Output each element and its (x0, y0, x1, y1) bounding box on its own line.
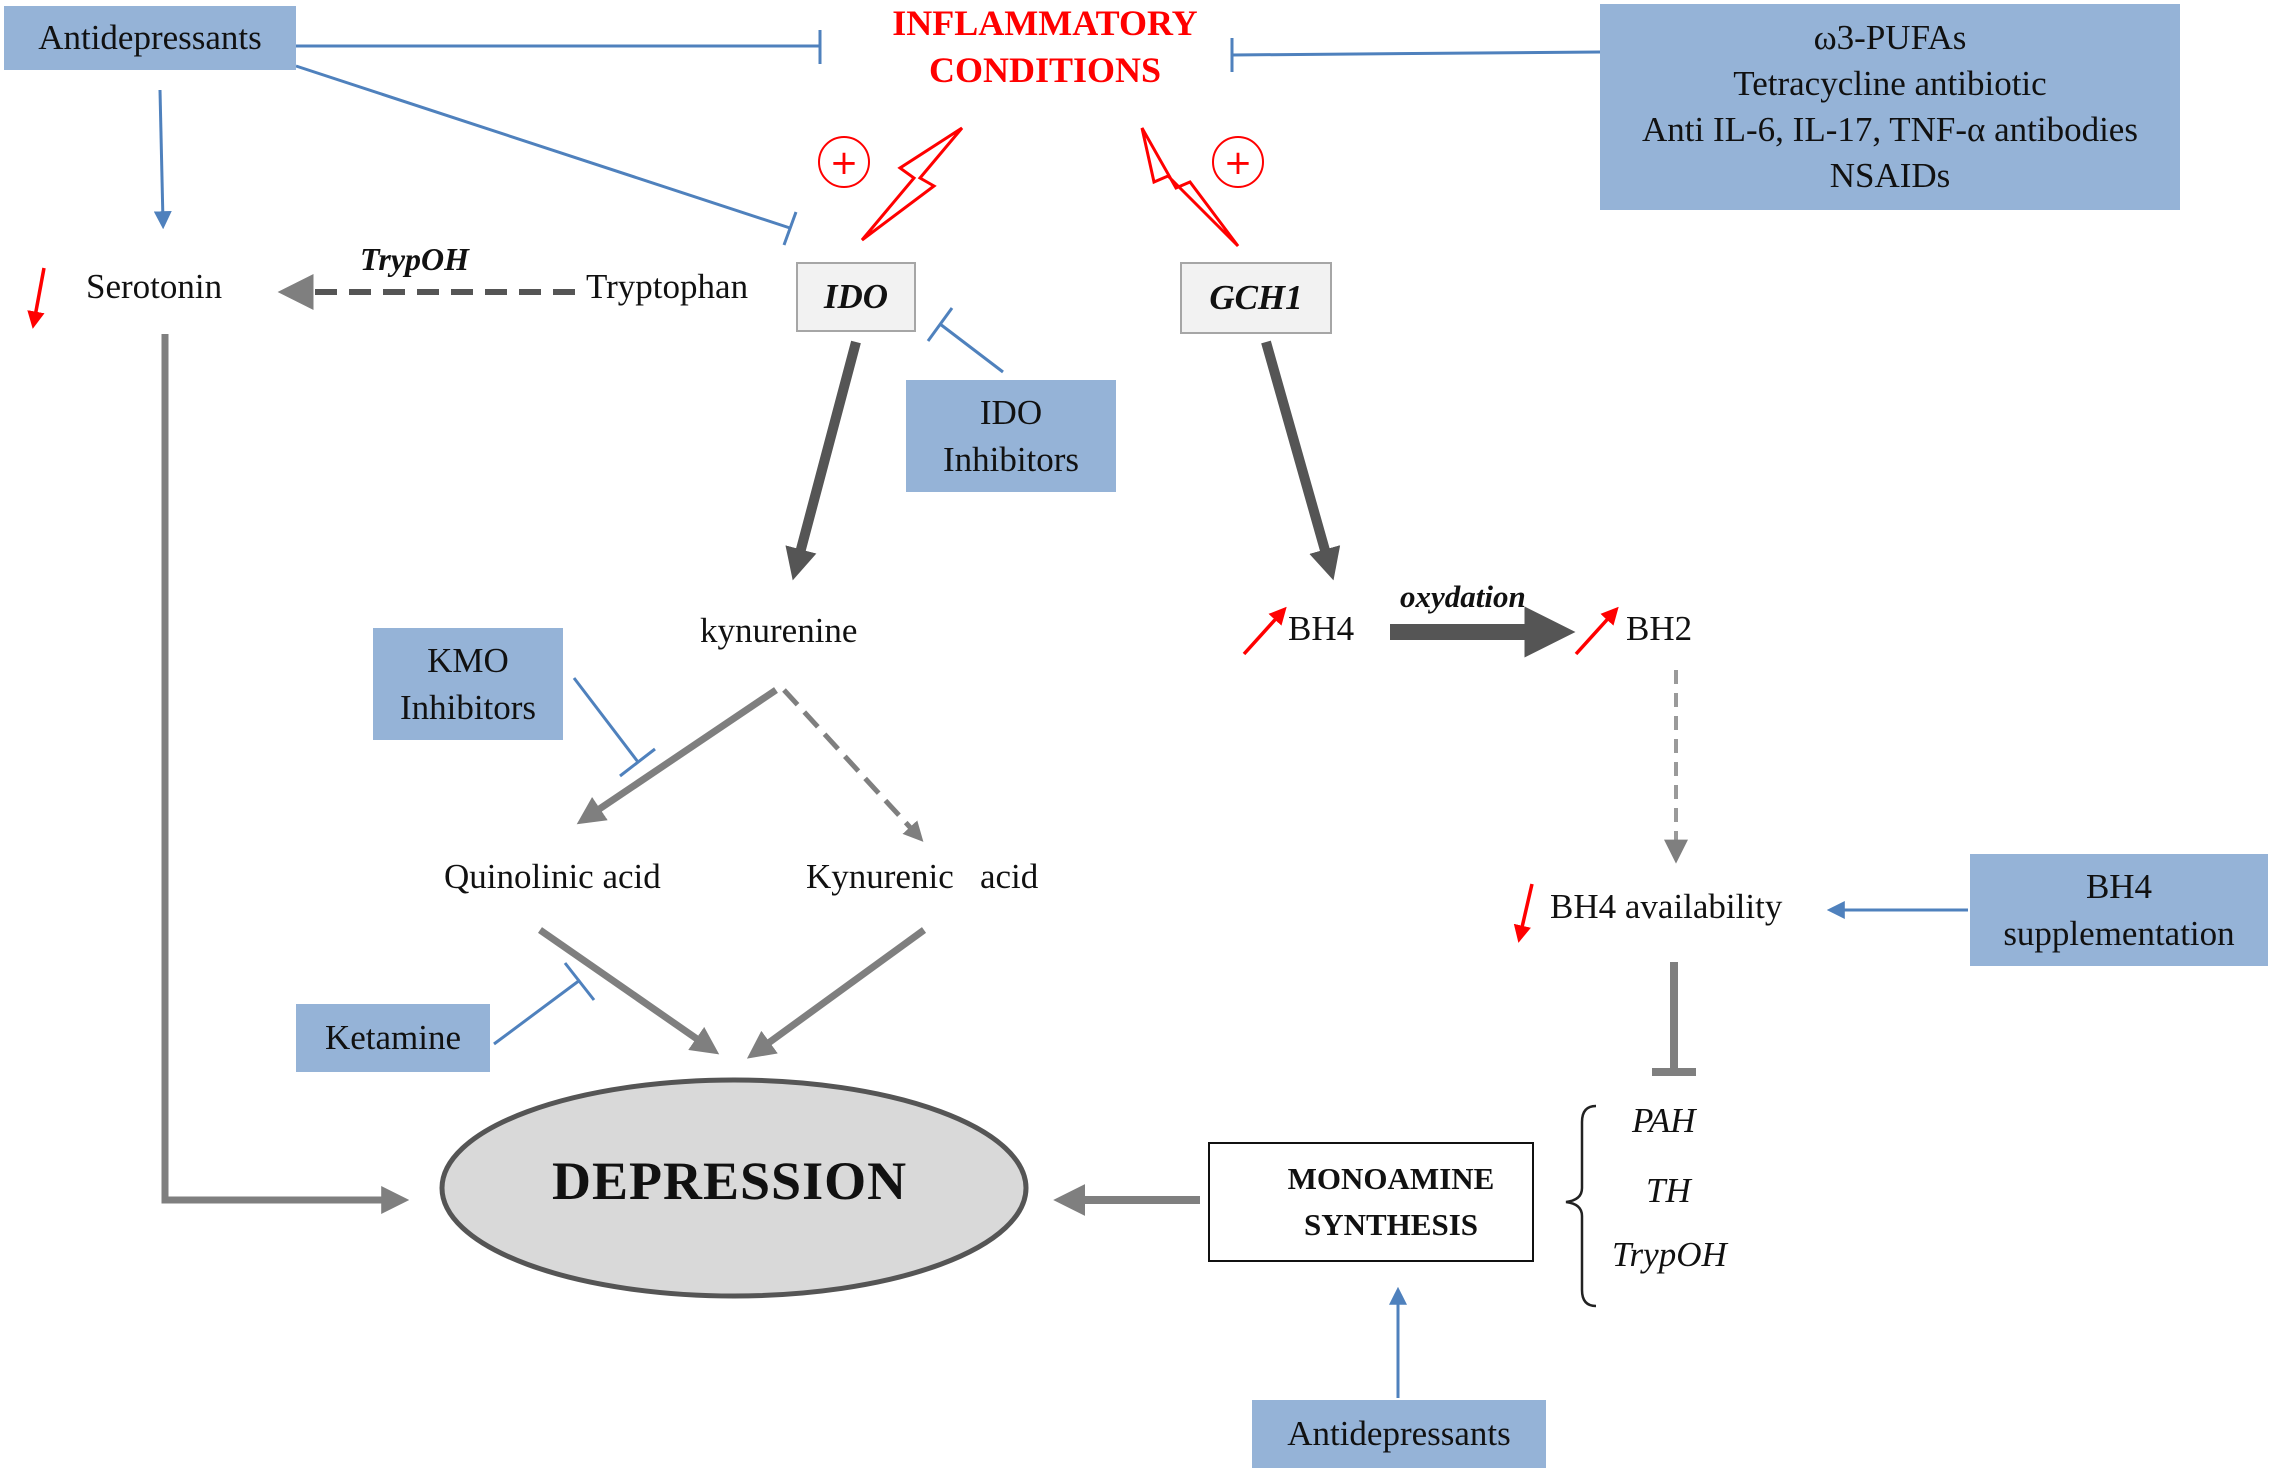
down-arrow-icon (1513, 883, 1534, 943)
quinolinic-to-depression (538, 927, 720, 1055)
kmo-inhibitor-line (572, 677, 640, 763)
gch1-to-bh4 (1261, 340, 1341, 581)
ketamine-inhibitor-line (493, 978, 581, 1046)
inflammatory-conditions-title: INFLAMMATORY CONDITIONS (892, 3, 1198, 90)
kynurenic-acid-label: Kynurenic acid (806, 857, 1039, 896)
antidepressants-box-top: Antidepressants (4, 6, 296, 70)
enzyme-trypoh: TrypOH (1612, 1235, 1727, 1274)
plus-icon: + (818, 136, 870, 188)
pathway-arrows (161, 274, 1696, 1216)
bh4-supplementation-box: BH4 supplementation (1970, 854, 2268, 966)
enzyme-pah: PAH (1632, 1101, 1696, 1140)
tryptophan-label: Tryptophan (586, 267, 749, 306)
kynurenic-to-depression (746, 927, 927, 1059)
monoamine-synthesis-box: MONOAMINE SYNTHESIS (1208, 1142, 1534, 1262)
ketamine-box: Ketamine (296, 1004, 490, 1072)
ido-enzyme-box: IDO (796, 262, 916, 332)
plus-icon: + (1212, 136, 1264, 188)
ido-to-kynurenine (785, 340, 861, 581)
kmo-inhibitors-box: KMO Inhibitors (373, 628, 563, 740)
bh2-label: BH2 (1626, 609, 1693, 648)
quinolinic-acid-label: Quinolinic acid (444, 857, 661, 896)
kynurenine-to-kynurenic (782, 688, 924, 842)
depression-ellipse (439, 1077, 1029, 1299)
bh4-availability-label: BH4 availability (1550, 887, 1783, 926)
up-arrow-icon (1574, 606, 1619, 656)
trypoh-label: TrypOH (360, 241, 470, 277)
enzyme-bracket (1565, 1104, 1597, 1308)
antidepressants-box-bottom: Antidepressants (1252, 1400, 1546, 1468)
depression-label: DEPRESSION (552, 1151, 908, 1211)
lightning-bolt-icon (860, 126, 964, 242)
serotonin-to-depression (161, 334, 410, 1214)
ido-inhibitor-line (939, 322, 1004, 374)
anti-inflammatory-box: ω3-PUFAs Tetracycline antibiotic Anti IL… (1600, 4, 2180, 210)
antiinflammatory-inhibits-inflammation (1231, 50, 1601, 57)
antidepressant-to-serotonin (153, 89, 172, 230)
enzyme-th: TH (1646, 1171, 1691, 1210)
kynurenine-to-quinolinic (576, 687, 778, 825)
ido-inhibitors-box: IDO Inhibitors (906, 380, 1116, 492)
lightning-bolt-icon (1140, 127, 1240, 248)
up-arrow-icon (1242, 606, 1287, 656)
down-arrow-icon (27, 267, 46, 329)
kynurenine-label: kynurenine (700, 611, 858, 650)
serotonin-label: Serotonin (86, 267, 223, 306)
inhibition-lines (295, 30, 1601, 1046)
oxydation-label: oxydation (1400, 579, 1526, 614)
gch1-enzyme-box: GCH1 (1180, 262, 1332, 334)
activation-arrows (153, 89, 1968, 1398)
bh4-label: BH4 (1288, 609, 1355, 648)
antidepressant-inhibits-ido (295, 64, 791, 230)
